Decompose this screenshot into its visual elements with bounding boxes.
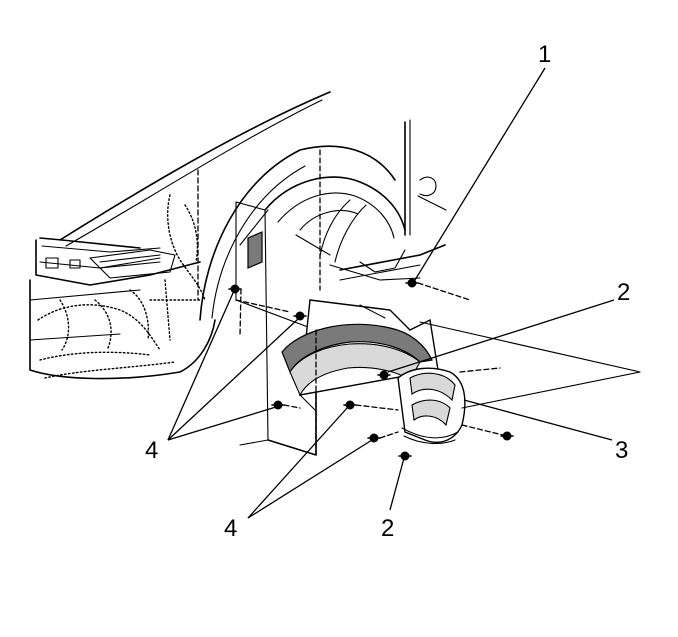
fastener-2-upper [377, 370, 391, 380]
callout-labels: 1 2 3 4 4 2 [145, 41, 630, 542]
callout-4-left: 4 [145, 437, 158, 464]
fastener-1-bolt [405, 278, 419, 288]
vehicle-front-body [29, 91, 396, 380]
callout-4-bottom: 4 [224, 515, 237, 542]
callout-2-lower: 2 [381, 515, 394, 542]
fastener-2-lower [398, 451, 412, 461]
callout-3: 3 [615, 437, 628, 464]
callout-2-upper: 2 [617, 279, 630, 306]
fastener-4-center [343, 400, 357, 410]
leader-lines [167, 67, 615, 519]
wheelhouse-liner-segment [281, 299, 439, 411]
callout-1: 1 [538, 41, 551, 68]
fasteners [228, 278, 514, 461]
wheelhouse-liner-rear [397, 367, 466, 445]
alignment-lines [235, 282, 641, 456]
fastener-4-upper-left [228, 284, 242, 294]
fastener-4-mid-left [293, 311, 307, 321]
wheelhouse-panel [239, 119, 447, 291]
fastener-rear-right [500, 431, 514, 441]
